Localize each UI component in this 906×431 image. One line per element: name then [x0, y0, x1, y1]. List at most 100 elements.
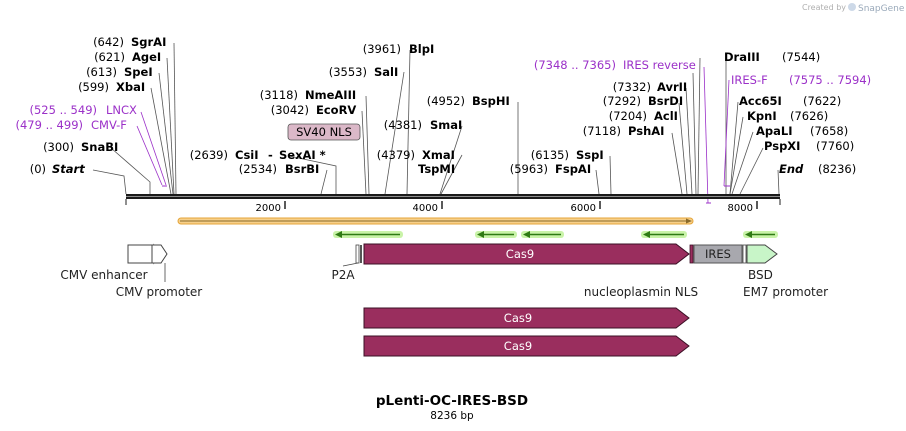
site-pos: (7118) — [583, 124, 621, 138]
site-xmai: XmaI — [422, 148, 455, 162]
site-pos: (7292) — [603, 94, 641, 108]
p2a-feature[interactable] — [355, 244, 362, 264]
site-pos: (621) — [94, 50, 125, 64]
cas9-track-2[interactable]: Cas9 — [363, 307, 690, 329]
svg-text:(642): (642) — [93, 35, 124, 49]
site-pos: (2534) — [239, 162, 277, 176]
left-arrow-icon — [333, 231, 403, 238]
site-pos: (6135) — [531, 148, 569, 162]
site-pos: (525 .. 549) — [30, 103, 98, 117]
cas9-feature[interactable]: Cas9 — [363, 243, 690, 265]
nucleoplasmin-nls-feature[interactable] — [689, 244, 694, 264]
site-sali: SalI — [374, 65, 398, 79]
site-labels: (642) SgrAI (621) AgeI (613) SpeI (599) … — [16, 35, 872, 176]
site-ecorv: EcoRV — [316, 103, 356, 117]
ires-label: IRES — [705, 247, 731, 261]
site-pos: (7575 .. 7594) — [789, 73, 871, 87]
site-pos: (2639) — [190, 148, 228, 162]
start-pos: (0) — [30, 162, 46, 176]
primer-ires-reverse: IRES reverse — [623, 58, 696, 72]
start-label: Start — [52, 162, 85, 176]
primer-lncx: LNCX — [106, 103, 137, 117]
callout-lines — [92, 42, 780, 195]
site-snabi: SnaBI — [81, 140, 118, 154]
bsd-label: BSD — [748, 268, 773, 282]
site-sgrai: SgrAI — [131, 35, 166, 49]
site-avrii: AvrII — [657, 80, 687, 94]
site-pos: (300) — [43, 140, 74, 154]
ires-feature[interactable]: IRES — [693, 244, 743, 264]
site-pos: (7204) — [609, 109, 647, 123]
site-pos: (642) — [93, 35, 124, 49]
feature-track: Cas9 IRES — [127, 243, 778, 282]
end-label: End — [779, 162, 804, 176]
site-pos: (3553) — [329, 65, 367, 79]
p2a-leader — [342, 262, 359, 267]
ruler: 2000 4000 6000 8000 — [125, 199, 781, 214]
site-nmeaiii: NmeAIII — [305, 88, 356, 102]
left-arrow-icon — [521, 231, 564, 238]
cmv-promoter-label: CMV promoter — [116, 285, 203, 299]
site-fspai: FspAI — [555, 162, 591, 176]
cas9-track-3-label: Cas9 — [504, 339, 532, 353]
site-bsrdi: BsrDI — [648, 94, 683, 108]
site-sspi: SspI — [576, 148, 604, 162]
snapgene-logo-icon — [848, 3, 856, 11]
site-sep: - — [268, 148, 273, 162]
site-pos: (4952) — [427, 94, 465, 108]
reverse-orf-arrows — [333, 231, 778, 238]
ruler-tick-label: 8000 — [728, 203, 753, 214]
site-pos: (7658) — [810, 124, 848, 138]
primer-callouts — [136, 66, 730, 204]
site-pos: (4381) — [384, 118, 422, 132]
ruler-tick-label: 2000 — [256, 203, 281, 214]
site-agei: AgeI — [132, 50, 161, 64]
site-pos: (613) — [86, 65, 117, 79]
em7-promoter-label: EM7 promoter — [743, 285, 828, 299]
feature-labels: CMV enhancer CMV promoter P2A nucleoplas… — [60, 268, 828, 299]
site-pos: (7760) — [816, 139, 854, 153]
sv40-nls-feature[interactable]: SV40 NLS — [287, 123, 361, 141]
site-pos: (7544) — [782, 50, 820, 64]
backbone — [126, 194, 780, 199]
bsd-feature[interactable] — [746, 244, 778, 264]
orf-bar — [177, 217, 694, 225]
end-pos: (8236) — [818, 162, 856, 176]
left-arrow-icon — [475, 231, 517, 238]
site-draiii: DraIII — [724, 50, 760, 64]
primer-markers — [162, 185, 730, 204]
primer-cmvf: CMV-F — [91, 118, 127, 132]
created-by-text: Created by — [802, 3, 846, 12]
site-xbai: XbaI — [116, 80, 145, 94]
site-csii: CsiI — [235, 148, 259, 162]
site-pos: (7626) — [790, 109, 828, 123]
site-pos: (7348 .. 7365) — [534, 58, 616, 72]
site-pos: (599) — [78, 80, 109, 94]
site-sexai: SexAI * — [279, 148, 326, 162]
site-bsphi: BspHI — [472, 94, 510, 108]
site-pos: (3042) — [271, 103, 309, 117]
cas9-track-3[interactable]: Cas9 — [363, 335, 690, 357]
site-pos: (3961) — [363, 42, 401, 56]
plasmid-length: 8236 bp — [430, 410, 474, 422]
site-pspxi: PspXI — [764, 139, 800, 153]
site-apali: ApaLI — [756, 124, 793, 138]
cmv-promoter-feature[interactable] — [151, 244, 168, 264]
site-spei: SpeI — [124, 65, 153, 79]
left-arrow-icon — [641, 231, 687, 238]
site-tspmi: TspMI — [418, 162, 455, 176]
em7-promoter-feature[interactable] — [742, 244, 747, 264]
site-acc65i: Acc65I — [739, 94, 782, 108]
ruler-tick-label: 4000 — [413, 203, 438, 214]
sv40-nls-label: SV40 NLS — [296, 125, 352, 139]
site-pos: (4379) — [377, 148, 415, 162]
site-pos: (3118) — [260, 88, 298, 102]
primer-iresf: IRES-F — [731, 73, 768, 87]
ruler-tick-label: 6000 — [571, 203, 596, 214]
left-arrow-icon — [743, 231, 778, 238]
cas9-label: Cas9 — [506, 247, 534, 261]
site-smai: SmaI — [430, 118, 462, 132]
site-pos: (7332) — [613, 80, 651, 94]
site-blpi: BlpI — [409, 42, 434, 56]
